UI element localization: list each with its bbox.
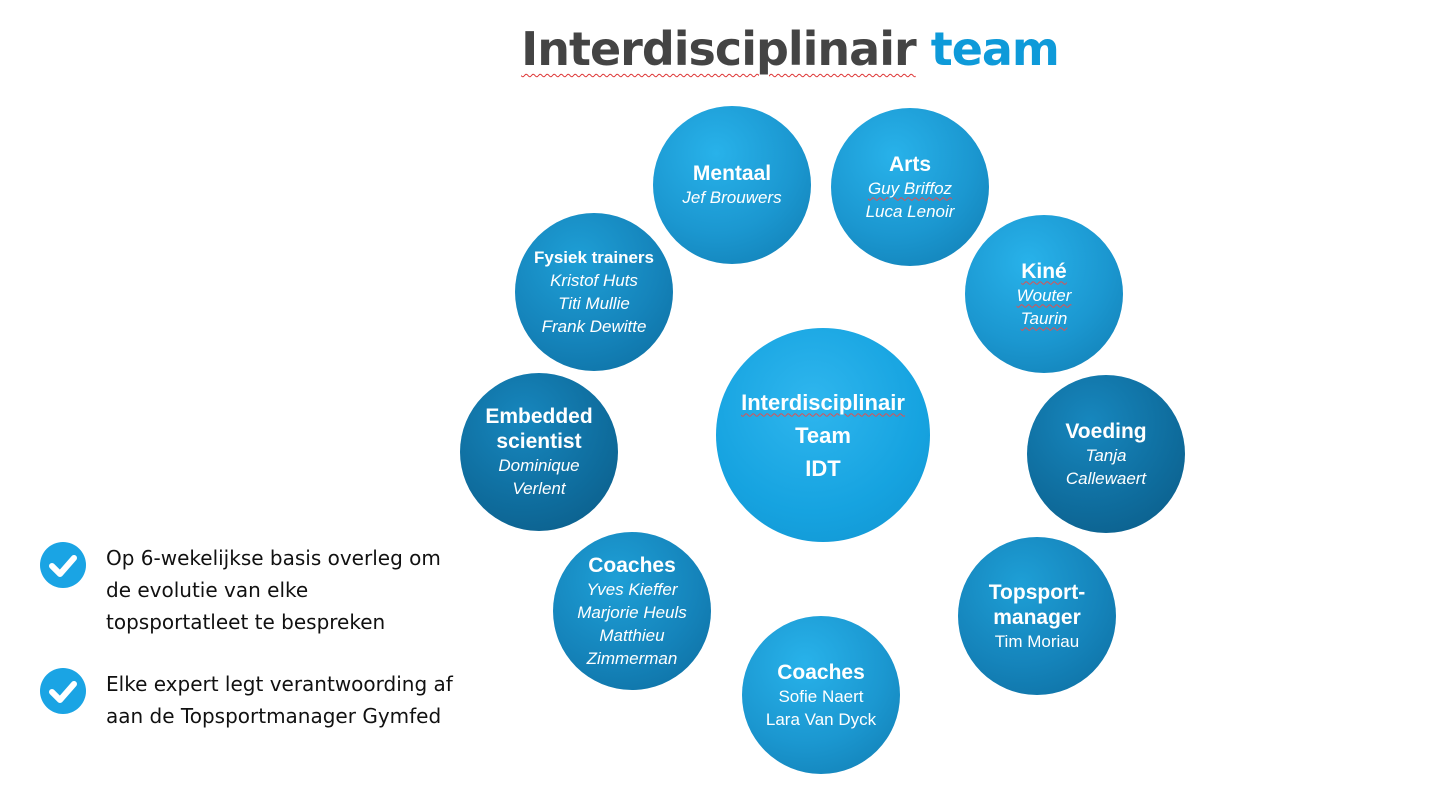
bullet-text: Op 6-wekelijkse basis overleg om de evol… (106, 546, 441, 634)
node-topsportmanager: Topsport- manager Tim Moriau (958, 537, 1116, 695)
node-mentaal: Mentaal Jef Brouwers (653, 106, 811, 264)
node-fysiek-trainers: Fysiek trainers Kristof Huts Titi Mullie… (515, 213, 673, 371)
check-circle-icon (40, 668, 86, 714)
node-kine: Kiné Wouter Taurin (965, 215, 1123, 373)
node-person: Yves Kieffer (586, 579, 678, 599)
node-role: Coaches (777, 660, 865, 684)
node-arts: Arts Guy Briffoz Luca Lenoir (831, 108, 989, 266)
node-person: Guy Briffoz (868, 177, 952, 200)
node-role: Mentaal (692, 162, 772, 185)
node-embedded-scientist: Embedded scientist Dominique Verlent (460, 373, 618, 531)
node-person: Frank Dewitte (541, 316, 647, 336)
node-person: Callewaert (1065, 468, 1147, 488)
node-person: Verlent (512, 479, 566, 498)
node-coaches-bottom: Coaches Sofie Naert Lara Van Dyck (742, 616, 900, 774)
node-voeding: Voeding Tanja Callewaert (1027, 375, 1185, 533)
node-person: Wouter (1016, 285, 1072, 305)
bullet-item: Op 6-wekelijkse basis overleg om de evol… (40, 542, 456, 638)
node-role: Embedded (485, 405, 593, 428)
node-coaches-left: Coaches Yves Kieffer Marjorie Heuls Matt… (553, 532, 711, 690)
node-person-text: Guy Briffoz (867, 178, 953, 198)
center-node: Interdisciplinair Team IDT (716, 328, 930, 542)
node-role: manager (993, 605, 1081, 629)
node-person: Dominique (498, 456, 580, 475)
bullet-text: Elke expert legt verantwoording af aan d… (106, 672, 453, 728)
node-person: Tim Moriau (994, 631, 1080, 651)
center-line-1: Interdisciplinair (741, 389, 905, 415)
center-line-3: IDT (805, 455, 841, 481)
bullet-item: Elke expert legt verantwoording af aan d… (40, 668, 456, 732)
node-person: Taurin (1020, 308, 1068, 328)
slide-title: Interdisciplinair team (0, 22, 1440, 76)
node-person: Zimmerman (586, 648, 678, 668)
node-role: Topsport- (988, 580, 1086, 604)
node-role: scientist (496, 430, 582, 453)
center-line-2: Team (795, 422, 851, 448)
node-role: Coaches (588, 553, 676, 577)
node-role: Fysiek trainers (533, 247, 654, 267)
node-person: Luca Lenoir (865, 201, 955, 221)
node-person: Titi Mullie (558, 293, 630, 313)
node-person: Sofie Naert (778, 686, 864, 706)
node-role: Kiné (1021, 259, 1067, 283)
check-circle-icon (40, 542, 86, 588)
title-part-2: team (930, 22, 1060, 76)
node-person: Kristof Huts (550, 270, 638, 290)
node-role: Arts (888, 152, 931, 176)
node-person: Tanja (1085, 445, 1127, 465)
node-person: Matthieu (599, 625, 665, 645)
node-person: Lara Van Dyck (765, 709, 877, 729)
node-person: Jef Brouwers (682, 188, 782, 207)
title-part-1: Interdisciplinair (521, 22, 917, 76)
node-person: Marjorie Heuls (577, 602, 687, 622)
node-role: Voeding (1065, 419, 1147, 443)
